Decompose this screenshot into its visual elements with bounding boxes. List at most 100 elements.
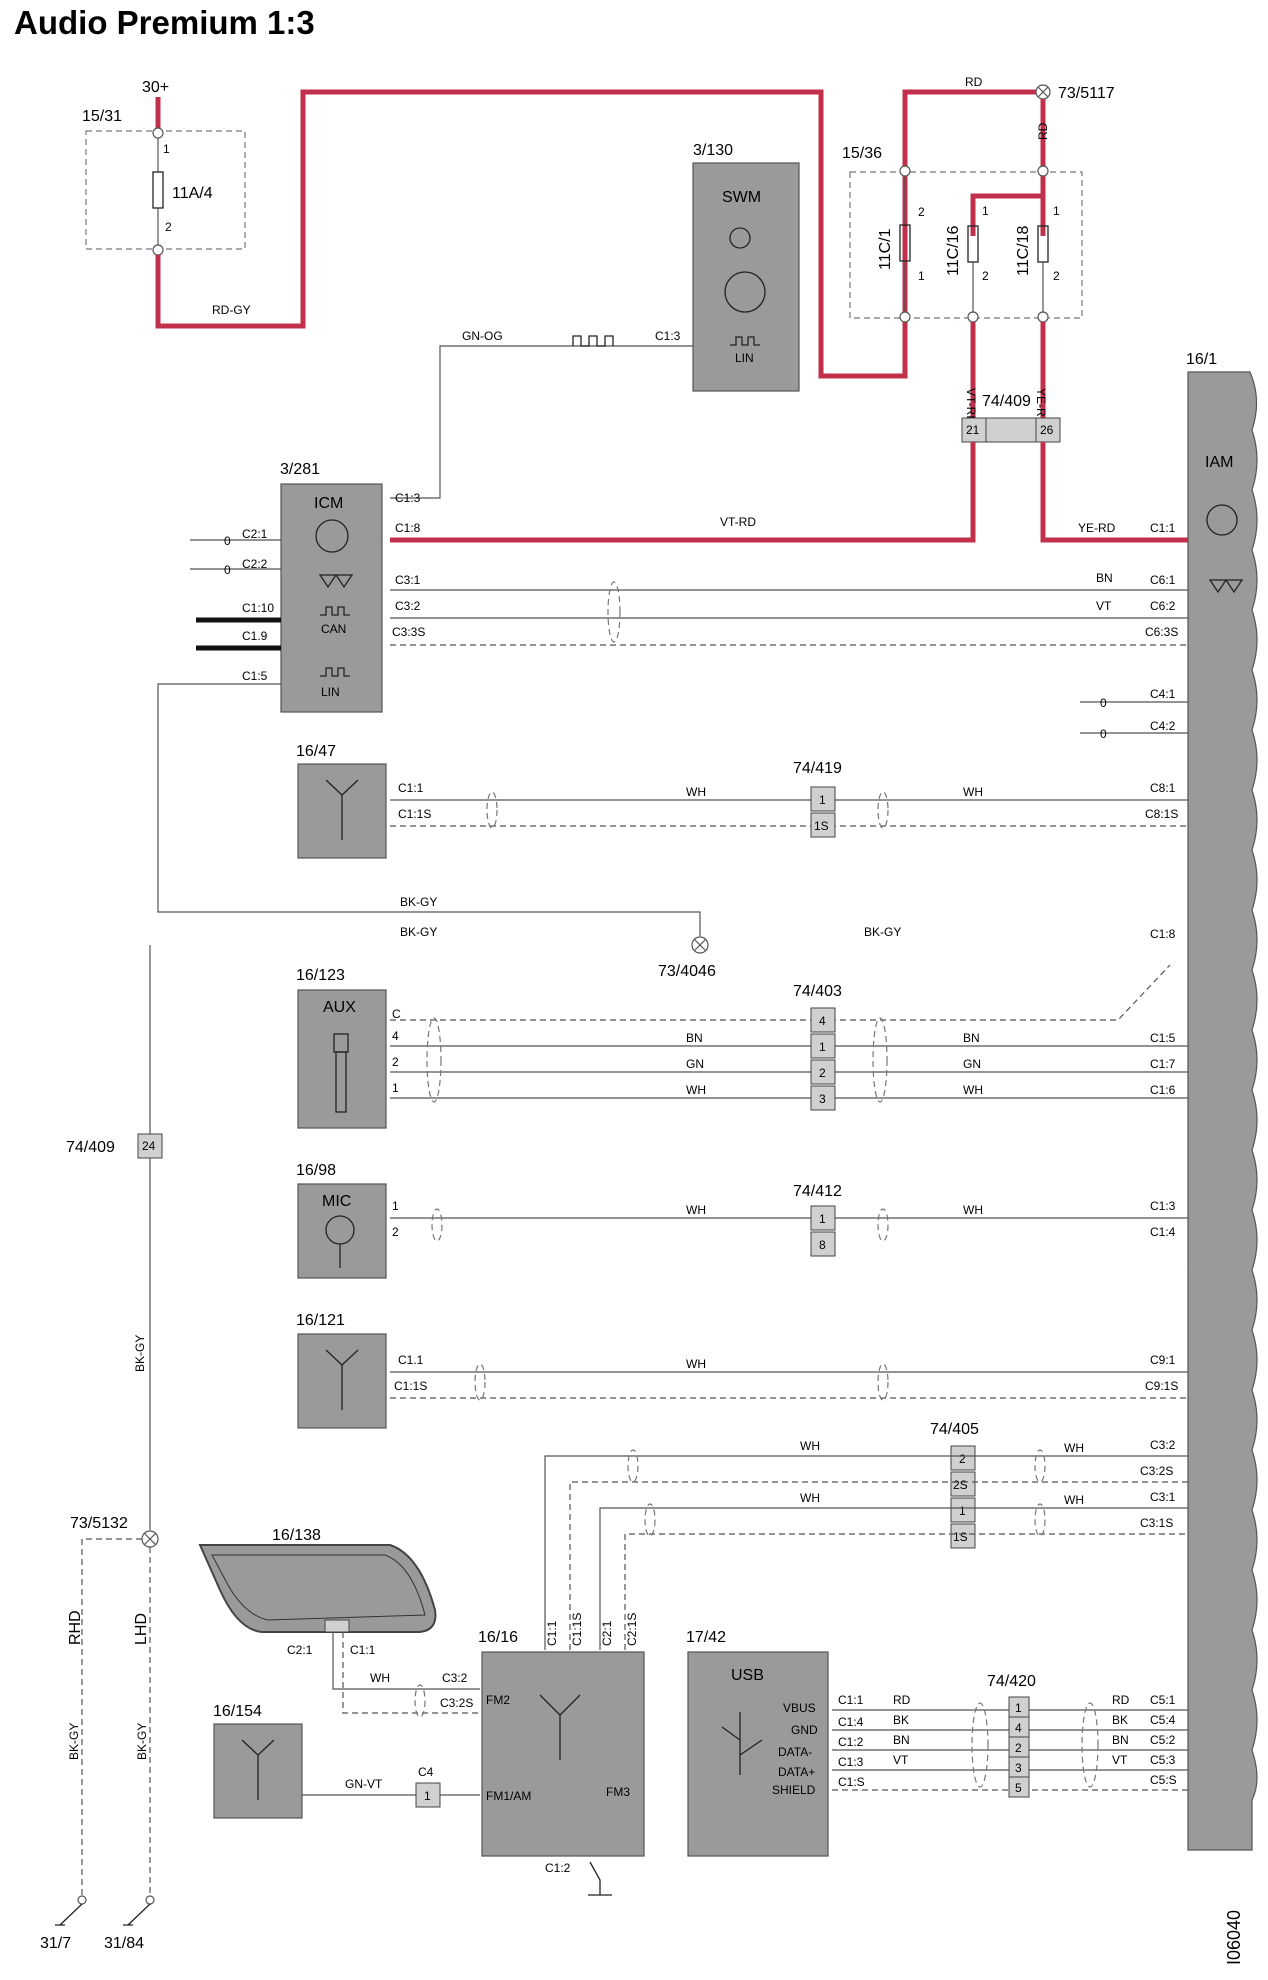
pin-c1-2: C1:2 xyxy=(545,1861,571,1875)
pin-c1-1: C1:1 xyxy=(350,1643,376,1657)
shield-icon xyxy=(474,1363,486,1401)
pin-c1-3: C1:3 xyxy=(395,491,421,505)
wire-label-bn: BN xyxy=(893,1733,910,1747)
pin-c2-2: C2:2 xyxy=(242,557,268,571)
label-16-138: 16/138 xyxy=(272,1527,321,1544)
pin-2: 2 xyxy=(959,1452,966,1466)
antenna-icon xyxy=(325,779,359,840)
connector-74-403-pin1 xyxy=(810,1033,836,1059)
label-74-420: 74/420 xyxy=(987,1673,1036,1690)
pin-c3-2: C3:2 xyxy=(395,599,421,613)
pin-1: 1 xyxy=(1053,204,1060,218)
label-15-36: 15/36 xyxy=(842,145,882,162)
pin-4: 4 xyxy=(819,1014,826,1028)
label-74-409: 74/409 xyxy=(66,1139,115,1156)
pin-c1-1: C1:1 xyxy=(545,1620,559,1646)
shield-icon xyxy=(1034,1503,1046,1537)
wire-aux-shield xyxy=(390,964,1171,1021)
steering-wheel-icon xyxy=(729,227,751,249)
wire-label-bk: BK xyxy=(1112,1713,1128,1727)
wire-label-bk-gy: BK-GY xyxy=(135,1723,149,1760)
connector-74-412-pin8 xyxy=(810,1231,836,1257)
pin-3: 3 xyxy=(819,1092,826,1106)
can-pulse-icon xyxy=(320,606,350,616)
pin-4: 4 xyxy=(392,1029,399,1043)
pin-c6-3s: C6:3S xyxy=(1145,625,1178,639)
wire-label-wh: WH xyxy=(800,1439,820,1453)
wire-label-rd-gy: RD-GY xyxy=(212,303,251,317)
shield-icon xyxy=(971,1702,989,1788)
pin-c3-1s: C3:1S xyxy=(1140,1516,1173,1530)
usb-pin-vbus: VBUS xyxy=(783,1701,816,1715)
pin-1: 1 xyxy=(392,1081,399,1095)
label-rhd: RHD xyxy=(67,1610,84,1645)
wire-label-vt-rd: VT-RD xyxy=(964,388,978,424)
pin-c1-1s: C1:1S xyxy=(394,1379,427,1393)
wire-label-bn: BN xyxy=(1112,1733,1129,1747)
swm-box xyxy=(692,162,800,392)
label-3-130: 3/130 xyxy=(693,142,733,159)
wire-label-wh: WH xyxy=(963,1083,983,1097)
pin-1s: 1S xyxy=(953,1530,968,1544)
shield-icon xyxy=(1081,1702,1099,1788)
pin-c1-2: C1:2 xyxy=(838,1735,864,1749)
pin-c1-s: C1:S xyxy=(838,1775,865,1789)
label-74-409: 74/409 xyxy=(982,393,1031,410)
ground-rail: 24 74/409 BK-GY 73/5132 RHD LHD BK-GY BK… xyxy=(40,945,163,1952)
pin-c6-2: C6:2 xyxy=(1150,599,1176,613)
mic-16-98: 16/98 MIC 1 2 WH WH 74/412 1 8 C1:3 C1:4 xyxy=(296,1162,1188,1279)
wire-label-rd: RD xyxy=(1112,1693,1130,1707)
label-fm1-am: FM1/AM xyxy=(486,1789,531,1803)
diode-icon xyxy=(1208,579,1244,594)
label-74-412: 74/412 xyxy=(793,1183,842,1200)
label-11c18: 11C/18 xyxy=(1015,225,1032,276)
fusebox-15-31 xyxy=(85,130,246,250)
label-16-123: 16/123 xyxy=(296,967,345,984)
pin-dot xyxy=(899,311,911,323)
shield-icon xyxy=(431,1208,443,1242)
pin-1: 1 xyxy=(918,269,925,283)
shield-icon xyxy=(486,791,498,829)
wire-label-wh: WH xyxy=(686,1357,706,1371)
label-73-5117: 73/5117 xyxy=(1058,85,1115,102)
wire-label-rd: RD xyxy=(965,75,983,89)
pin-c1-5: C1:5 xyxy=(1150,1031,1176,1045)
label-iam: IAM xyxy=(1205,454,1233,471)
wire-label-ye-rd-h: YE-RD xyxy=(1078,521,1116,535)
pin-c3-3s: C3:3S xyxy=(392,625,425,639)
pin-dot xyxy=(145,1895,155,1905)
label-73-4046: 73/4046 xyxy=(658,963,716,980)
iam-module: 16/1 IAM C1:1 C6:1 C6:2 C6:3S C4:1 C4:2 … xyxy=(390,351,1258,1851)
swm-module: 3/130 SWM LIN C1:3 GN-OG xyxy=(390,142,800,499)
connector-74-403-pin4 xyxy=(810,1007,836,1033)
windscreen-grid-icon xyxy=(211,1554,426,1621)
wire-label-gn-vt: GN-VT xyxy=(345,1777,383,1791)
pin-8: 8 xyxy=(819,1238,826,1252)
connector-74-405-group: 74/405 2 2S 1 1S WH WH WH WH C3:2 C3:2S … xyxy=(544,1421,1188,1650)
pin-5: 5 xyxy=(1015,1781,1022,1795)
wire-label-vt: VT xyxy=(1096,599,1112,613)
wire-fm2-shield xyxy=(342,1632,480,1714)
shield-icon xyxy=(414,1684,426,1718)
pin-c2-1s: C2:1S xyxy=(625,1613,639,1646)
pin-2: 2 xyxy=(982,269,989,283)
pin-c2-1: C2:1 xyxy=(287,1643,313,1657)
label-74-419: 74/419 xyxy=(793,760,842,777)
lin-pulse-icon xyxy=(320,667,350,677)
connector-74-403-pin2 xyxy=(810,1059,836,1085)
ground-cross xyxy=(693,938,707,952)
label-74-403: 74/403 xyxy=(793,983,842,1000)
lin-pulse-icon xyxy=(730,336,760,346)
label-31-7: 31/7 xyxy=(40,1935,71,1952)
wire-label-bn: BN xyxy=(1096,571,1113,585)
wire-label-gn: GN xyxy=(963,1057,981,1071)
wire-label-wh: WH xyxy=(1064,1493,1084,1507)
label-11c1: 11C/1 xyxy=(877,228,894,270)
sheet-id: I06040 xyxy=(1224,1910,1244,1965)
label-lin: LIN xyxy=(321,685,340,699)
aux-16-123: 16/123 AUX C 4 2 1 BN GN WH BN GN WH 74/… xyxy=(296,964,1188,1129)
pin-c: C xyxy=(392,1007,401,1021)
connector-74-403-pin3 xyxy=(810,1085,836,1111)
pin-24: 24 xyxy=(142,1139,156,1153)
pin-c3-2s: C3:2S xyxy=(440,1696,473,1710)
